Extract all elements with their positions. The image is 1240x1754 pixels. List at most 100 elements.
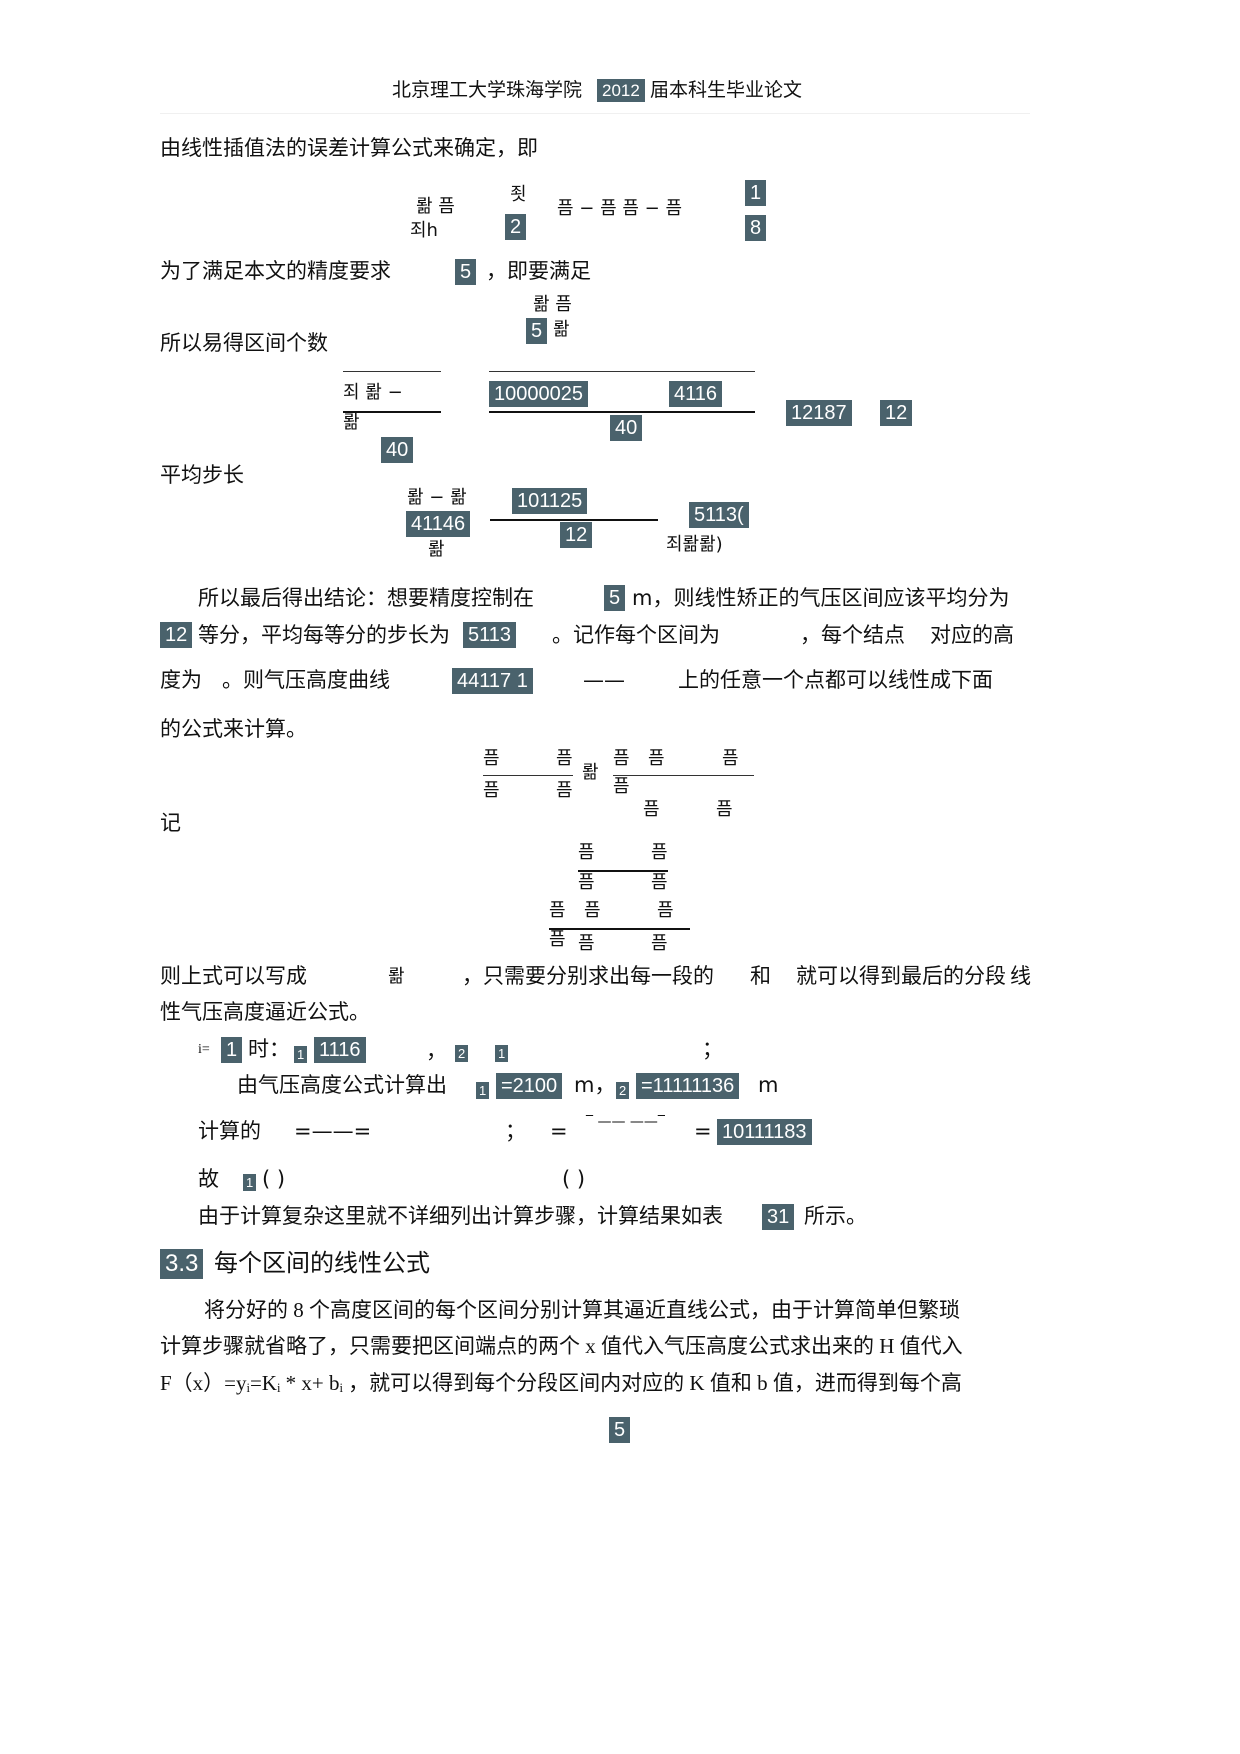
formula-text: 픔	[657, 900, 674, 921]
formula-text: 픔	[556, 748, 573, 769]
fraction-bar	[343, 411, 441, 413]
formula-text: 픔	[578, 933, 595, 954]
paragraph: m，则线性矫正的气压区间应该平均分为	[632, 586, 1010, 610]
formula-text: 픔	[716, 799, 733, 820]
fraction-bar	[489, 371, 755, 372]
paragraph: 等分，平均每等分的步长为	[198, 623, 450, 647]
formula-value: 5113(	[689, 502, 749, 528]
paragraph: 记	[160, 811, 181, 835]
paragraph: 平均步长	[160, 463, 244, 487]
formula-text: 픔	[722, 748, 739, 769]
interval-count: 12	[160, 622, 193, 648]
formula-text: 뢂 픔	[533, 294, 572, 315]
paragraph-line: 计算步骤就省略了，只需要把区间端点的两个 x 值代入气压高度公式求出来的 H 值…	[160, 1334, 963, 1358]
formula-text: 픔	[651, 933, 668, 954]
subscript: 2	[455, 1045, 469, 1062]
paragraph: 的公式来计算。	[160, 717, 307, 741]
paragraph: 所示。	[804, 1204, 867, 1228]
formula-value: 8	[745, 215, 767, 241]
header-suffix: 届本科生毕业论文	[650, 79, 803, 101]
formula-text: 픔	[651, 842, 668, 863]
fraction-bar	[490, 519, 658, 521]
subscript: 1	[495, 1045, 509, 1062]
formula-text: 픔	[483, 780, 500, 801]
formula-value: 4116	[669, 381, 723, 407]
paragraph: 由于计算复杂这里就不详细列出计算步骤，计算结果如表	[198, 1204, 723, 1228]
header-year: 2012	[597, 79, 645, 102]
formula-value: 40	[610, 415, 643, 441]
precision-value: 5	[604, 585, 626, 611]
subscript: 1	[243, 1174, 257, 1191]
paragraph: ，只需要分别求出每一段的	[462, 964, 714, 988]
formula-text: 뢂	[582, 762, 599, 783]
formula-text: 픔	[643, 799, 660, 820]
paragraph: 。则气压高度曲线	[222, 668, 390, 692]
unit: m	[758, 1073, 779, 1097]
fraction-bar	[613, 775, 754, 776]
formula-text: 픔	[578, 872, 595, 893]
curve-value: 44117 1	[452, 668, 533, 694]
formula-text: 픔	[549, 929, 566, 950]
paragraph: 上的任意一个点都可以线性成下面	[678, 668, 993, 692]
paragraph: ，即要满足	[486, 259, 591, 283]
paragraph: 计算的	[198, 1119, 261, 1143]
fraction-bar	[343, 371, 441, 372]
fraction-bar	[489, 411, 755, 413]
paragraph: 和	[750, 964, 771, 988]
formula-text: 뢂 − 뢂	[407, 487, 467, 508]
paragraph: ，	[426, 1039, 447, 1063]
section-title: 每个区间的线性公式	[214, 1249, 430, 1277]
table-ref: 31	[762, 1204, 795, 1230]
formula-value: 1	[745, 180, 767, 206]
formula-value: 12	[560, 522, 593, 548]
fraction-bar	[578, 870, 668, 872]
formula-text: 죄뢂뢂)	[666, 534, 723, 555]
formula-text: =	[694, 1119, 712, 1143]
formula-text: 픔	[483, 748, 500, 769]
formula-text: 죄 뢂 −	[343, 382, 403, 403]
header-rule	[160, 113, 1030, 114]
subscript: 1	[294, 1046, 308, 1063]
paragraph: ；	[505, 1119, 526, 1143]
formula-text: 픔	[613, 776, 630, 797]
paragraph: 由线性插值法的误差计算公式来确定，即	[160, 136, 538, 160]
formula-text: 픔	[648, 748, 665, 769]
paragraph: ，每个结点	[800, 623, 905, 647]
precision-value: 5	[455, 259, 477, 285]
paragraph: 度为	[160, 668, 202, 692]
paragraph: 性气压高度逼近公式。	[160, 1000, 370, 1024]
formula-text: 픔 − 픔 픔 − 픔	[557, 198, 683, 219]
fraction-bar	[483, 775, 573, 776]
paragraph: 由气压高度公式计算出	[237, 1073, 447, 1097]
paragraph-line: F（x）=yᵢ=Kᵢ * x+ bᵢ ，就可以得到每个分段区间内对应的 K 值和…	[160, 1371, 962, 1395]
formula-text: 뢂	[428, 539, 445, 560]
paragraph: ；	[702, 1037, 723, 1061]
formula-text: 픔	[578, 842, 595, 863]
paragraph: 。记作每个区间为	[552, 623, 720, 647]
paragraph: 线	[1010, 964, 1031, 988]
subscript: 2	[616, 1082, 630, 1099]
formula-text: 뢂 픔	[416, 196, 455, 217]
paragraph: 对应的高	[930, 623, 1014, 647]
formula-text: 픔	[556, 780, 573, 801]
formula-text: 뢂	[343, 412, 360, 433]
formula-value: 41146	[406, 511, 471, 537]
formula-value: 12	[880, 400, 913, 426]
formula-text: 뢂	[553, 319, 570, 340]
formula-value: 40	[381, 437, 414, 463]
formula-text: 죄h	[410, 220, 438, 241]
paragraph: 则上式可以写成	[160, 964, 307, 988]
formula-text: 픔	[613, 748, 630, 769]
formula-value: 1116	[314, 1037, 366, 1063]
paragraph: ——	[583, 668, 625, 692]
formula-text: =	[550, 1119, 568, 1143]
step-value: 5113	[463, 622, 517, 648]
formula-text: ( )	[562, 1167, 586, 1191]
formula-value: 10000025	[489, 381, 588, 407]
index-label: i=	[198, 1042, 210, 1057]
formula-value: 2	[505, 214, 527, 240]
header-school: 北京理工大学珠海学院	[392, 79, 583, 101]
paragraph: 所以最后得出结论：想要精度控制在	[198, 586, 534, 610]
formula-text: 픔	[549, 900, 566, 921]
paragraph: 就可以得到最后的分段	[796, 964, 1006, 988]
